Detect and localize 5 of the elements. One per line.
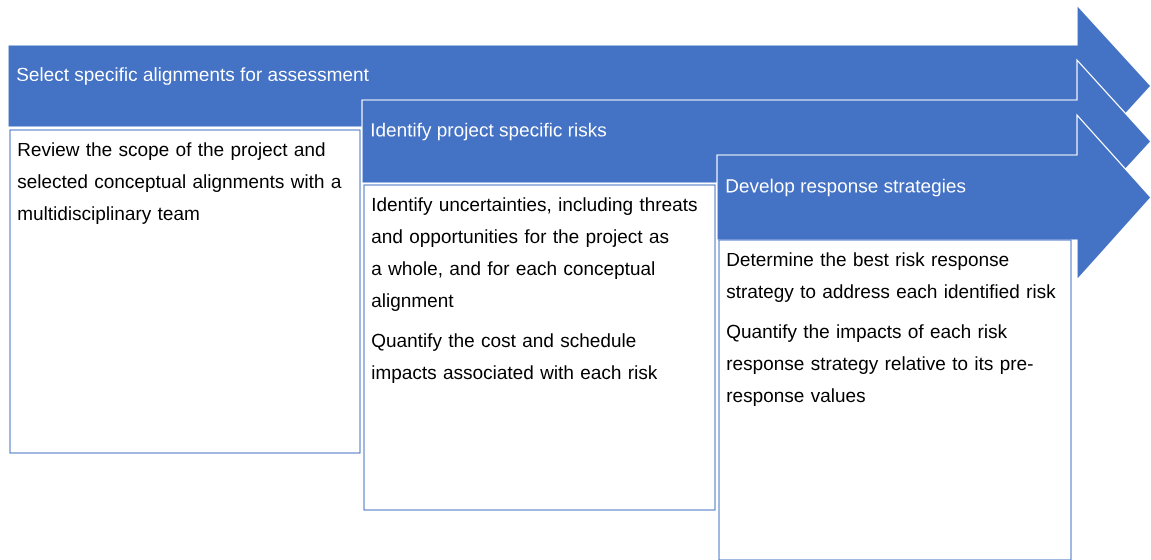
node-label: Identify project specific risks	[371, 122, 607, 141]
text-box: Review the scope of the project and selected conceptual alignments with a multidisciplinary team	[9, 129, 361, 454]
node-label: Develop response strategies	[726, 178, 966, 197]
text-box: Determine the best risk response strategy to address each identified risk Quantify the impacts of each risk response strategy relative to its pre-response values	[718, 239, 1072, 560]
text-box: Identify uncertainties, including threats and opportunities for the project as a whole, and for each conceptual alignment Quantify the cost and schedule impacts associated with each risk	[363, 184, 716, 511]
